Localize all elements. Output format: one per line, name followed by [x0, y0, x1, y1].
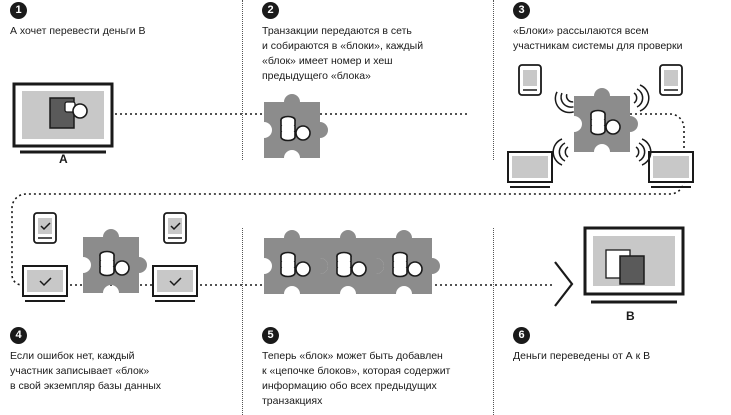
signal-icon [633, 84, 650, 112]
step-3-line: участникам системы для проверки [513, 40, 683, 52]
broadcast-group [507, 64, 694, 188]
sender-label: A [59, 152, 68, 166]
block-chain [264, 230, 440, 294]
step-5-line: Теперь «блок» может быть добавлен [262, 350, 443, 362]
monitor-icon [648, 151, 694, 188]
signal-icon [552, 138, 569, 166]
step-2-number: 2 [262, 2, 279, 19]
step-4-text: Если ошибок нет, каждый участник записыв… [10, 349, 161, 394]
step-5-line: транзакциях [262, 395, 323, 407]
separator-right-bottom [493, 228, 494, 415]
block-icon [264, 94, 328, 158]
step-3-number: 3 [513, 2, 530, 19]
block-icon [83, 229, 147, 293]
block-icon [376, 230, 440, 294]
monitor-check-icon [22, 265, 68, 302]
step-6-text: Деньги переведены от А к В [513, 349, 650, 364]
separator-left-bottom [242, 228, 243, 415]
computer-b-icon [583, 226, 685, 304]
step-2-line: и собираются в «блоки», каждый [262, 40, 424, 52]
step-2-line: предыдущего «блока» [262, 70, 371, 82]
step-5-line: к «цепочке блоков», которая содержит [262, 365, 451, 377]
monitor-check-icon [152, 265, 198, 302]
tablet-icon [659, 64, 683, 96]
participants-group [22, 212, 198, 302]
step-5-text: Теперь «блок» может быть добавлен к «цеп… [262, 349, 450, 409]
step-6-line: Деньги переведены от А к В [513, 350, 651, 362]
step-3-text: «Блоки» рассылаются всем участникам сист… [513, 24, 682, 54]
step-1-number: 1 [10, 2, 27, 19]
block-icon [320, 230, 384, 294]
step-6-number: 6 [513, 327, 530, 344]
arrow-icon [554, 261, 574, 307]
separator-left-top [242, 0, 243, 160]
step-1-line: А хочет перевести деньги В [10, 25, 146, 37]
step-4-line: участник записывает «блок» [10, 365, 150, 377]
step-3-line: «Блоки» рассылаются всем [513, 25, 649, 37]
block-icon [264, 230, 328, 294]
computer-a-icon [12, 82, 114, 154]
step-4-line: Если ошибок нет, каждый [10, 350, 135, 362]
step-2-text: Транзакции передаются в сеть и собираютс… [262, 24, 423, 84]
step-2-line: Транзакции передаются в сеть [262, 25, 412, 37]
flow-path-right [11, 113, 685, 286]
step-4-line: в свой экземпляр базы данных [10, 380, 162, 392]
monitor-icon [507, 151, 553, 188]
block-icon [574, 88, 638, 152]
separator-right-top [493, 0, 494, 160]
tablet-icon [518, 64, 542, 96]
tablet-check-icon [163, 212, 187, 244]
step-1-text: А хочет перевести деньги В [10, 24, 146, 39]
step-2-line: «блок» имеет номер и хеш [262, 55, 393, 67]
step-5-number: 5 [262, 327, 279, 344]
step-5-line: информацию обо всех предыдущих [262, 380, 437, 392]
receiver-label: B [626, 309, 635, 323]
step-4-number: 4 [10, 327, 27, 344]
tablet-check-icon [33, 212, 57, 244]
